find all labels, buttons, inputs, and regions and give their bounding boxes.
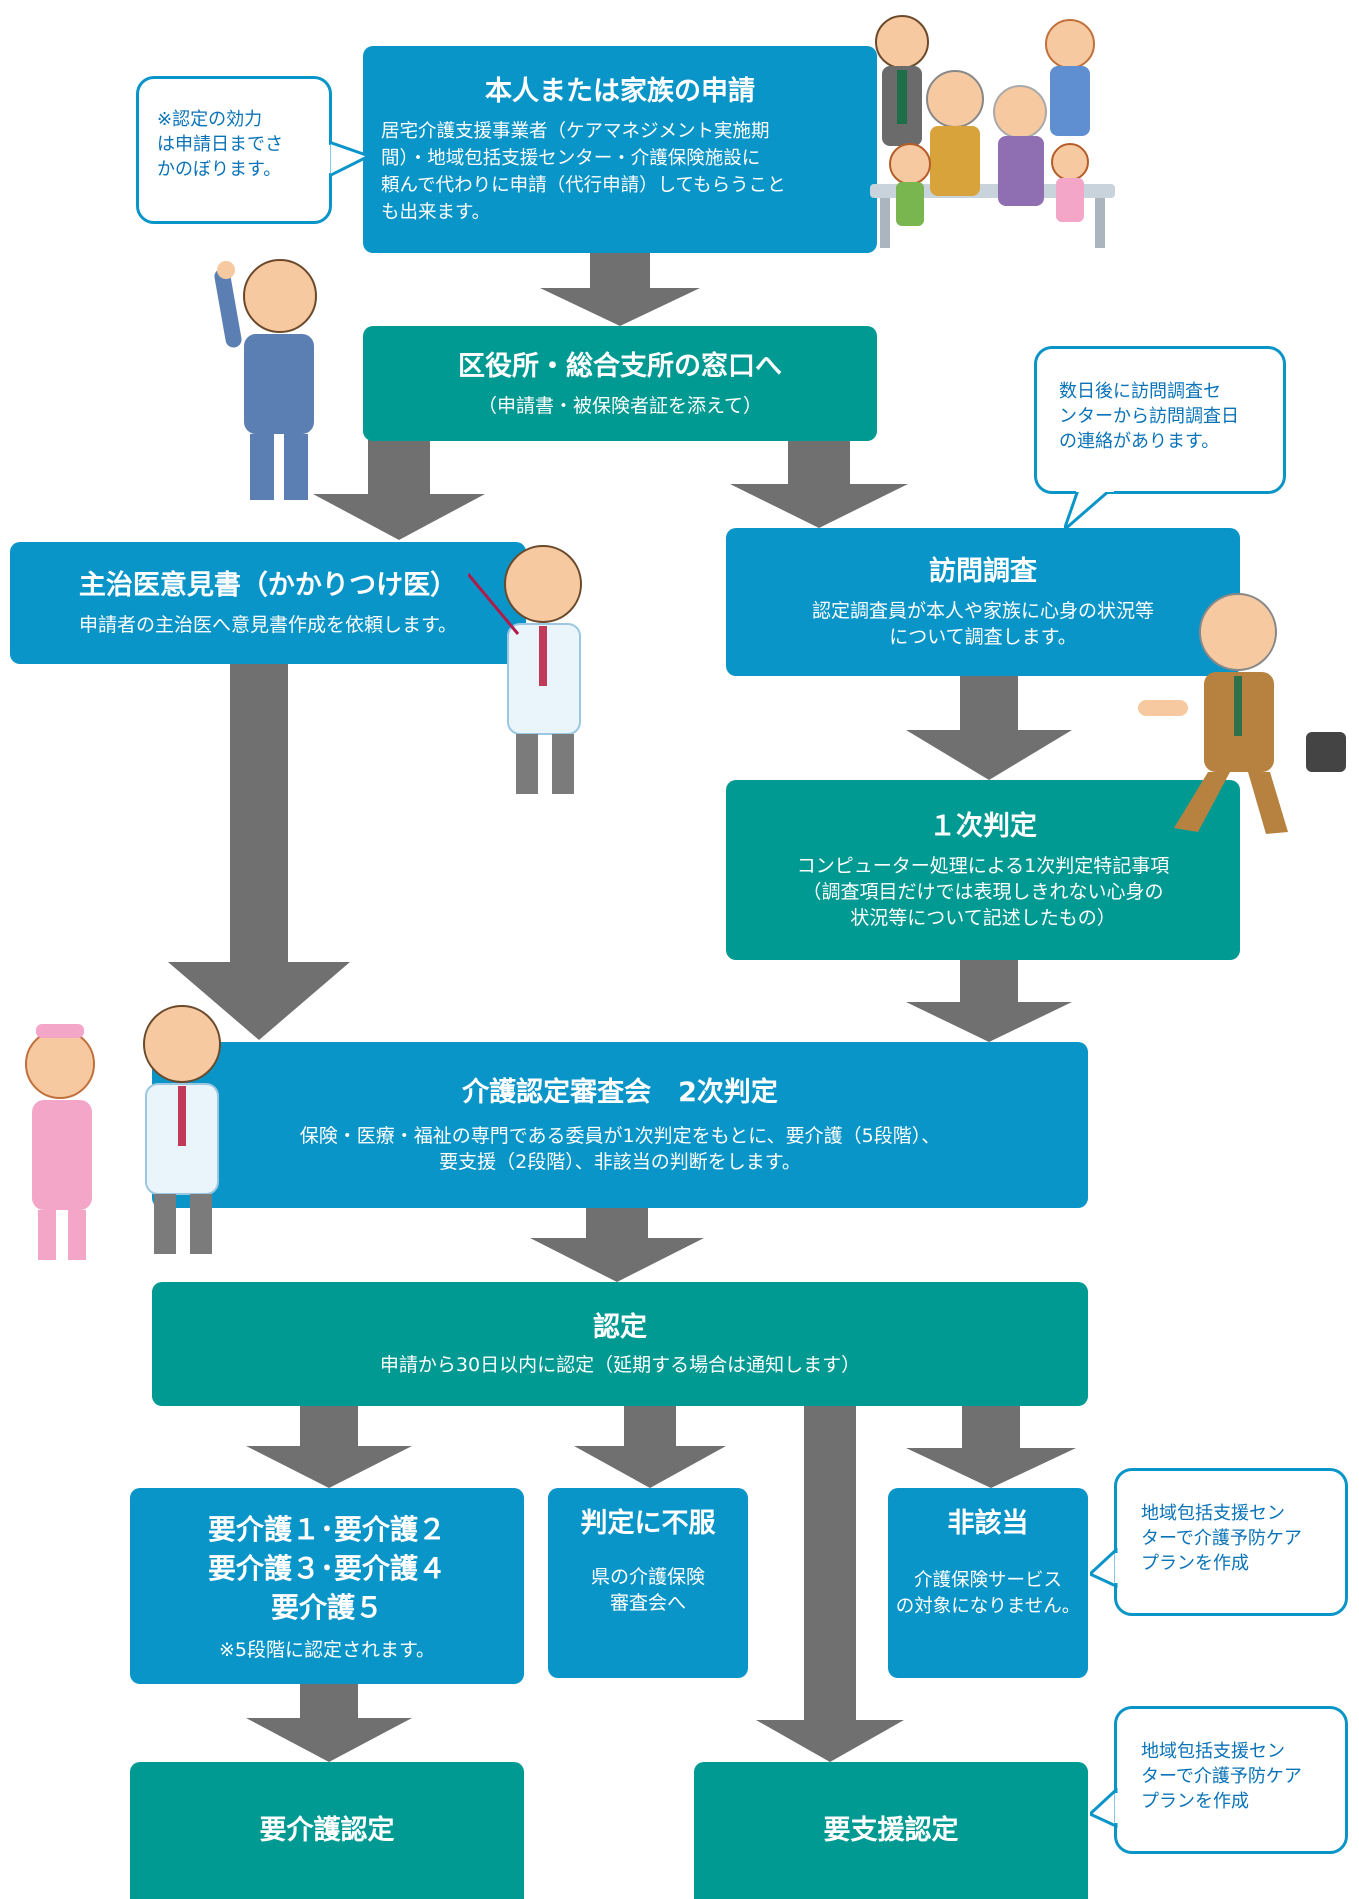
support-cert-box: 要支援認定 bbox=[694, 1762, 1088, 1899]
note-center-2-bubble: 地域包括支援セン ターで介護予防ケア プランを作成 bbox=[1114, 1706, 1348, 1854]
arrow-cert-to-objection bbox=[574, 1406, 726, 1488]
note-center-1-line: ターで介護予防ケア bbox=[1141, 1526, 1331, 1551]
counter-box: 区役所・総合支所の窓口へ （申請書・被保険者証を添えて） bbox=[363, 326, 877, 441]
pointing-man-illustration bbox=[210, 248, 340, 508]
note-visit-line: の連絡があります。 bbox=[1059, 429, 1269, 454]
arrow-cert-to-care-levels bbox=[246, 1406, 412, 1488]
note-effect-tail bbox=[329, 140, 379, 190]
application-line: 間）・地域包括支援センター・介護保険施設に bbox=[381, 145, 859, 172]
not-applicable-line: 介護保険サービス bbox=[888, 1568, 1088, 1594]
certification-title: 認定 bbox=[152, 1310, 1088, 1346]
note-effect-line: かのぼります。 bbox=[157, 157, 315, 182]
arrow-visit-to-first bbox=[906, 676, 1072, 780]
note-visit-line: 数日後に訪問調査セ bbox=[1059, 379, 1269, 404]
committee-line: 要支援（2段階）、非該当の判断をします。 bbox=[152, 1149, 1088, 1175]
committee-line: 保険・医療・福祉の専門である委員が1次判定をもとに、要介護（5段階）、 bbox=[152, 1123, 1088, 1149]
doctor-pointer-illustration bbox=[468, 534, 618, 804]
certification-subtitle: 申請から30日以内に認定（延期する場合は通知します） bbox=[152, 1352, 1088, 1378]
care-levels-note: ※5段階に認定されます。 bbox=[130, 1637, 524, 1663]
counter-title: 区役所・総合支所の窓口へ bbox=[363, 349, 877, 385]
family-illustration bbox=[860, 4, 1120, 254]
care-levels-line: 要介護５ bbox=[130, 1588, 524, 1627]
doctor-opinion-box: 主治医意見書（かかりつけ医） 申請者の主治医へ意見書作成を依頼します。 bbox=[10, 542, 526, 664]
application-line: 居宅介護支援事業者（ケアマネジメント実施期 bbox=[381, 118, 859, 145]
arrow-cert-to-support bbox=[756, 1406, 904, 1762]
note-center-1-bubble: 地域包括支援セン ターで介護予防ケア プランを作成 bbox=[1114, 1468, 1348, 1616]
objection-line: 県の介護保険 bbox=[548, 1564, 748, 1590]
arrow-doctor-to-committee bbox=[168, 664, 350, 1040]
application-box: 本人または家族の申請 居宅介護支援事業者（ケアマネジメント実施期 間）・地域包括… bbox=[363, 46, 877, 253]
doctor-opinion-subtitle: 申請者の主治医へ意見書作成を依頼します。 bbox=[10, 612, 526, 638]
surveyor-illustration bbox=[1138, 582, 1358, 842]
counter-subtitle: （申請書・被保険者証を添えて） bbox=[363, 393, 877, 419]
care-cert-title: 要介護認定 bbox=[130, 1813, 524, 1849]
note-center-1-line: 地域包括支援セン bbox=[1141, 1501, 1331, 1526]
arrow-care-levels-to-care-cert bbox=[246, 1684, 412, 1762]
not-applicable-box: 非該当 介護保険サービス の対象になりません。 bbox=[888, 1488, 1088, 1678]
arrow-committee-to-cert bbox=[530, 1208, 704, 1282]
waving-doctor-illustration bbox=[112, 992, 242, 1262]
note-effect-line: ※認定の効力 bbox=[157, 107, 315, 132]
note-center-2-line: プランを作成 bbox=[1141, 1789, 1331, 1814]
note-visit-line: ンターから訪問調査日 bbox=[1059, 404, 1269, 429]
not-applicable-title: 非該当 bbox=[888, 1506, 1088, 1542]
note-effect-bubble: ※認定の効力 は申請日までさ かのぼります。 bbox=[136, 76, 332, 224]
application-line: 頼んで代わりに申請（代行申請）してもらうこと bbox=[381, 172, 859, 199]
care-cert-box: 要介護認定 bbox=[130, 1762, 524, 1899]
nurse-illustration bbox=[10, 1014, 110, 1264]
application-line: も出来ます。 bbox=[381, 199, 859, 226]
application-title: 本人または家族の申請 bbox=[381, 74, 859, 110]
first-judgment-line: 状況等について記述したもの） bbox=[726, 905, 1240, 931]
note-center-2-line: ターで介護予防ケア bbox=[1141, 1764, 1331, 1789]
note-effect-line: は申請日までさ bbox=[157, 132, 315, 157]
arrow-counter-to-visit bbox=[730, 440, 908, 528]
care-levels-line: 要介護１･要介護２ bbox=[130, 1510, 524, 1549]
first-judgment-line: コンピューター処理による1次判定特記事項 bbox=[726, 853, 1240, 879]
objection-box: 判定に不服 県の介護保険 審査会へ bbox=[548, 1488, 748, 1678]
first-judgment-line: （調査項目だけでは表現しきれない心身の bbox=[726, 879, 1240, 905]
committee-box: 介護認定審査会 2次判定 保険・医療・福祉の専門である委員が1次判定をもとに、要… bbox=[152, 1042, 1088, 1208]
objection-title: 判定に不服 bbox=[548, 1506, 748, 1542]
note-center-2-line: 地域包括支援セン bbox=[1141, 1739, 1331, 1764]
support-cert-title: 要支援認定 bbox=[694, 1813, 1088, 1849]
arrow-application-to-counter bbox=[540, 252, 700, 326]
committee-title: 介護認定審査会 2次判定 bbox=[152, 1075, 1088, 1111]
note-center-1-tail bbox=[1090, 1548, 1130, 1598]
care-levels-line: 要介護３･要介護４ bbox=[130, 1549, 524, 1588]
not-applicable-line: の対象になりません。 bbox=[888, 1594, 1088, 1620]
certification-box: 認定 申請から30日以内に認定（延期する場合は通知します） bbox=[152, 1282, 1088, 1406]
note-visit-tail bbox=[1064, 490, 1134, 540]
care-levels-box: 要介護１･要介護２ 要介護３･要介護４ 要介護５ ※5段階に認定されます。 bbox=[130, 1488, 524, 1684]
note-center-2-tail bbox=[1090, 1788, 1130, 1838]
doctor-opinion-title: 主治医意見書（かかりつけ医） bbox=[10, 568, 526, 604]
note-center-1-line: プランを作成 bbox=[1141, 1551, 1331, 1576]
arrow-cert-to-not-applicable bbox=[906, 1406, 1076, 1488]
arrow-first-to-committee bbox=[906, 960, 1072, 1042]
note-visit-bubble: 数日後に訪問調査セ ンターから訪問調査日 の連絡があります。 bbox=[1034, 346, 1286, 494]
objection-line: 審査会へ bbox=[548, 1590, 748, 1616]
